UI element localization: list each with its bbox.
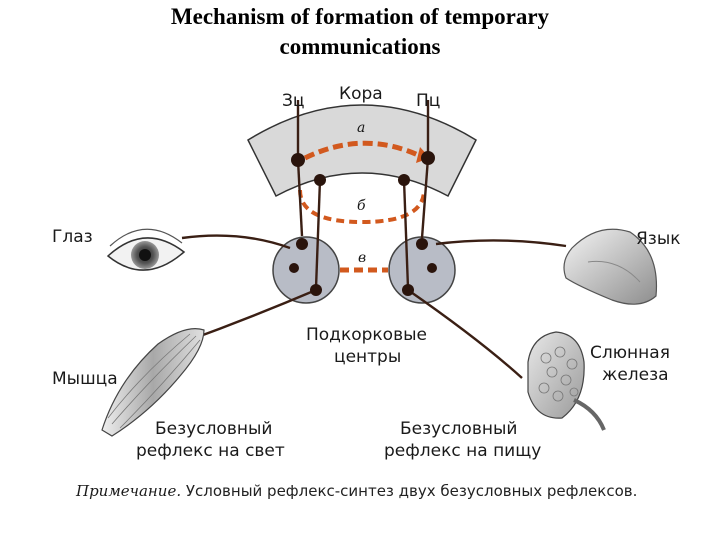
neuron-zc-1	[291, 153, 305, 167]
label-path-v: в	[358, 250, 366, 266]
neuron-zc-2	[314, 174, 326, 186]
neuron-left-center-1	[296, 238, 308, 250]
footnote-prefix: Примечание.	[75, 482, 181, 500]
eye-icon	[106, 228, 186, 271]
label-path-a: а	[357, 120, 365, 136]
page-title: Mechanism of formation of temporary comm…	[0, 2, 720, 62]
label-pc: Пц	[416, 91, 440, 111]
nerve-cortex-left-down-2	[314, 179, 322, 289]
neuron-right-center-3	[402, 284, 414, 296]
subcortical-center-left	[272, 236, 340, 304]
footnote: Примечание. Условный рефлекс-синтез двух…	[75, 482, 637, 500]
neuron-left-center-3	[310, 284, 322, 296]
neuron-left-center-2	[289, 263, 299, 273]
label-gland-line-1: Слюнная	[590, 343, 670, 363]
label-reflex-food-line-1: Безусловный	[400, 419, 517, 439]
neuron-pc-1	[421, 151, 435, 165]
neuron-right-center-2	[427, 263, 437, 273]
nerve-tongue	[435, 239, 567, 248]
cortex-band	[247, 104, 477, 198]
label-tongue: Язык	[636, 229, 681, 249]
temporary-link-b	[298, 189, 426, 225]
nerve-cortex-right-down	[420, 157, 430, 239]
label-muscle: Мышца	[52, 369, 118, 389]
salivary-gland-icon	[527, 331, 606, 431]
nerve-cortex-left-down	[296, 159, 304, 237]
neuron-right-center-1	[416, 238, 428, 250]
label-subcortical-line-1: Подкорковые	[306, 325, 427, 345]
label-gland-line-2: железа	[602, 365, 669, 385]
tongue-icon	[563, 228, 658, 305]
neurons	[289, 151, 437, 296]
nerve-gland	[407, 289, 523, 379]
label-subcortical-line-2: центры	[334, 347, 401, 367]
label-eye: Глаз	[52, 227, 93, 247]
title-line-1: Mechanism of formation of temporary	[170, 4, 550, 29]
neuron-pc-2	[398, 174, 410, 186]
nerve-cortex-right-down-2	[402, 179, 410, 289]
label-reflex-light-line-2: рефлекс на свет	[136, 441, 285, 461]
label-zc: Зц	[282, 91, 304, 111]
title-line-2: communications	[279, 34, 441, 59]
label-reflex-light-line-1: Безусловный	[155, 419, 272, 439]
label-reflex-food-line-2: рефлекс на пищу	[384, 441, 541, 461]
footnote-text: Условный рефлекс-синтез двух безусловных…	[181, 482, 637, 500]
label-cortex: Кора	[339, 84, 383, 104]
label-path-b: б	[357, 198, 366, 214]
muscle-icon	[101, 328, 205, 437]
nerve-eye	[181, 234, 291, 250]
